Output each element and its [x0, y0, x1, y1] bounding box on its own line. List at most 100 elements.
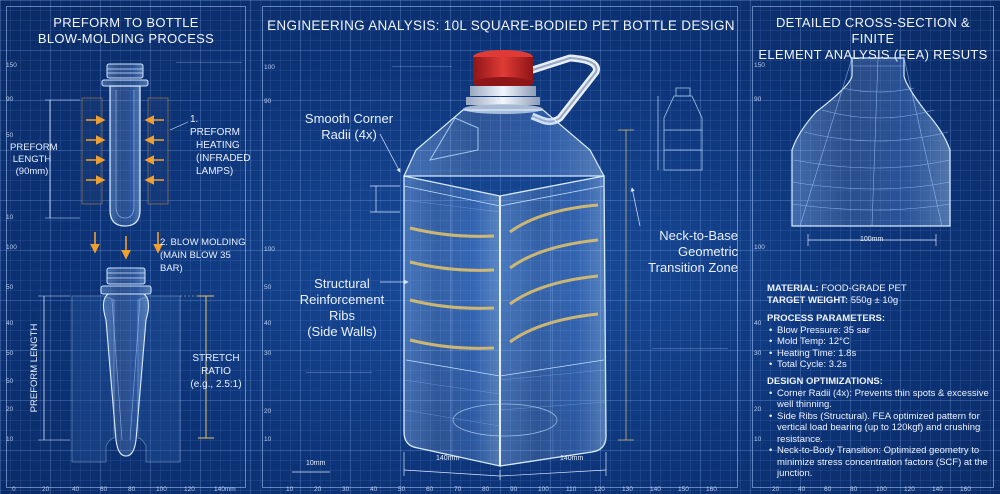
tick-left-y: 40 [6, 320, 14, 327]
tick-center-x: 100 [538, 486, 549, 493]
tick-center-y: 20 [264, 408, 272, 415]
tick-center-y: 40 [264, 320, 272, 327]
tick-center-x: 50 [398, 486, 406, 493]
tick-right-y: 40 [754, 320, 762, 327]
tick-center-y: 50 [264, 284, 272, 291]
tick-left-y: 150 [6, 62, 17, 69]
tick-bottom-x: 120 [184, 486, 195, 493]
ribs-line2: Reinforcement [299, 292, 385, 307]
corner-radii-label: Smooth Corner Radii (4x) [294, 111, 404, 143]
tick-center-x: 30 [342, 486, 350, 493]
tick-center-y: 10 [264, 436, 272, 443]
tick-bottom-x: 100 [156, 486, 167, 493]
tick-right-y: 150 [754, 62, 765, 69]
tick-bottom-x: 80 [128, 486, 136, 493]
tick-center-x: 60 [426, 486, 434, 493]
tick-right-y: 90 [754, 96, 762, 103]
spec-design: DESIGN OPTIMIZATIONS: Corner Radii (4x):… [767, 376, 995, 480]
material-value: FOOD-GRADE PET [821, 283, 907, 294]
tick-center-x: 40 [370, 486, 378, 493]
step2-line2: (MAIN BLOW 35 BAR) [160, 250, 231, 274]
left-title-line1: PREFORM TO BOTTLE [53, 15, 199, 30]
tick-center-x: 140 [650, 486, 661, 493]
step1-line4: LAMPS) [196, 166, 234, 177]
preform-length-line1: PREFORM [10, 142, 58, 153]
tick-right-x: 40 [798, 486, 806, 493]
blow-mold-diagram [38, 267, 214, 463]
design-item: Corner Radii (4x): Prevents thin spots &… [767, 388, 995, 411]
step1-heating-label: 1. PREFORM HEATING (INFRADED LAMPS) [190, 113, 250, 178]
tick-left-y: 10 [6, 436, 14, 443]
process-heading: PROCESS PARAMETERS: [767, 313, 886, 324]
ribs-line1: Structural [314, 276, 370, 291]
tick-right-x: 20 [772, 486, 780, 493]
tick-center-y: 100 [264, 64, 275, 71]
center-dimensions [292, 129, 641, 480]
tick-center-x: 20 [314, 486, 322, 493]
tick-right-x: 80 [850, 486, 858, 493]
right-title-line2: ELEMENT ANALYSIS (FEA) RESUTS [758, 47, 988, 62]
tick-center-x: 90 [510, 486, 518, 493]
cross-section-diagram [791, 57, 951, 246]
tick-left-y: 20 [6, 406, 14, 413]
preform-length-label: PREFORM LENGTH (90mm) [10, 142, 58, 178]
step1-line1: 1. PREFORM [190, 114, 240, 138]
center-panel-frame [262, 6, 738, 488]
tick-right-x: 140 [932, 486, 943, 493]
right-panel-title: DETAILED CROSS-SECTION & FINITE ELEMENT … [756, 15, 990, 63]
stretch-line1: STRETCH [192, 353, 240, 364]
tick-center-x: 120 [594, 486, 605, 493]
left-title-line2: BLOW-MOLDING PROCESS [37, 31, 215, 46]
tick-right-x: 160 [960, 486, 971, 493]
tick-left-y: 50 [6, 284, 14, 291]
spec-process: PROCESS PARAMETERS: Blow Pressure: 35 sa… [767, 313, 995, 371]
tick-right-y: 100 [754, 244, 765, 251]
step1-line3: (INFRADED [196, 153, 251, 164]
process-item: Total Cycle: 3.2s [767, 359, 995, 371]
tick-left-y: 10 [6, 214, 14, 221]
tick-center-x: 80 [482, 486, 490, 493]
left-panel-title: PREFORM TO BOTTLE BLOW-MOLDING PROCESS [10, 15, 242, 47]
tick-left-y: 50 [6, 132, 14, 139]
step1-line2: HEATING [196, 140, 240, 151]
neck-line1: Neck-to-Base [659, 228, 738, 243]
tick-left-y: 100 [6, 244, 17, 251]
tick-left-y: 90 [6, 96, 14, 103]
tick-bottom-x: 0 [12, 486, 16, 493]
tick-right-x: 120 [904, 486, 915, 493]
weight-label: TARGET WEIGHT: [767, 294, 849, 306]
spec-material: MATERIAL: FOOD-GRADE PET TARGET WEIGHT: … [767, 283, 995, 306]
tick-bottom-x: 140mm [214, 486, 236, 493]
step2-blow-label: 2. BLOW MOLDING (MAIN BLOW 35 BAR) [160, 236, 250, 275]
tick-center-x: 10 [286, 486, 294, 493]
process-item: Blow Pressure: 35 sar [767, 325, 995, 337]
stretch-line3: (e.g., 2.5:1) [190, 379, 242, 390]
dim-10mm: 10mm [306, 460, 326, 467]
dim-140mm-right: 140mm [560, 455, 584, 462]
tick-center-x: 110 [566, 486, 577, 493]
design-item: Side Ribs (Structural). FEA optimized pa… [767, 411, 995, 446]
design-heading: DESIGN OPTIMIZATIONS: [767, 376, 883, 387]
neck-line3: Transition Zone [648, 260, 738, 275]
tick-center-x: 160 [706, 486, 717, 493]
right-panel-frame [752, 6, 994, 488]
tick-center-x: 130 [622, 486, 633, 493]
design-item: Neck-to-Body Transition: Optimized geome… [767, 445, 995, 480]
neck-line2: Geometric [678, 244, 738, 259]
tick-center-y: 30 [264, 350, 272, 357]
preform-length-vertical: PREFORM LENGTH [29, 323, 40, 413]
annotation-block-3 [306, 372, 372, 395]
tick-right-x: 100 [876, 486, 887, 493]
annotation-block-1 [176, 62, 242, 87]
tick-bottom-x: 40 [72, 486, 80, 493]
stretch-line2: RATIO [201, 366, 231, 377]
process-item: Heating Time: 1.8s [767, 348, 995, 360]
ribs-line4: (Side Walls) [307, 324, 377, 339]
neck-transition-label: Neck-to-Base Geometric Transition Zone [628, 228, 738, 276]
dim-140mm-left: 140mm [436, 455, 460, 462]
tick-center-y: 100 [264, 246, 275, 253]
tick-right-y: 30 [754, 350, 762, 357]
material-label: MATERIAL: [767, 283, 819, 294]
